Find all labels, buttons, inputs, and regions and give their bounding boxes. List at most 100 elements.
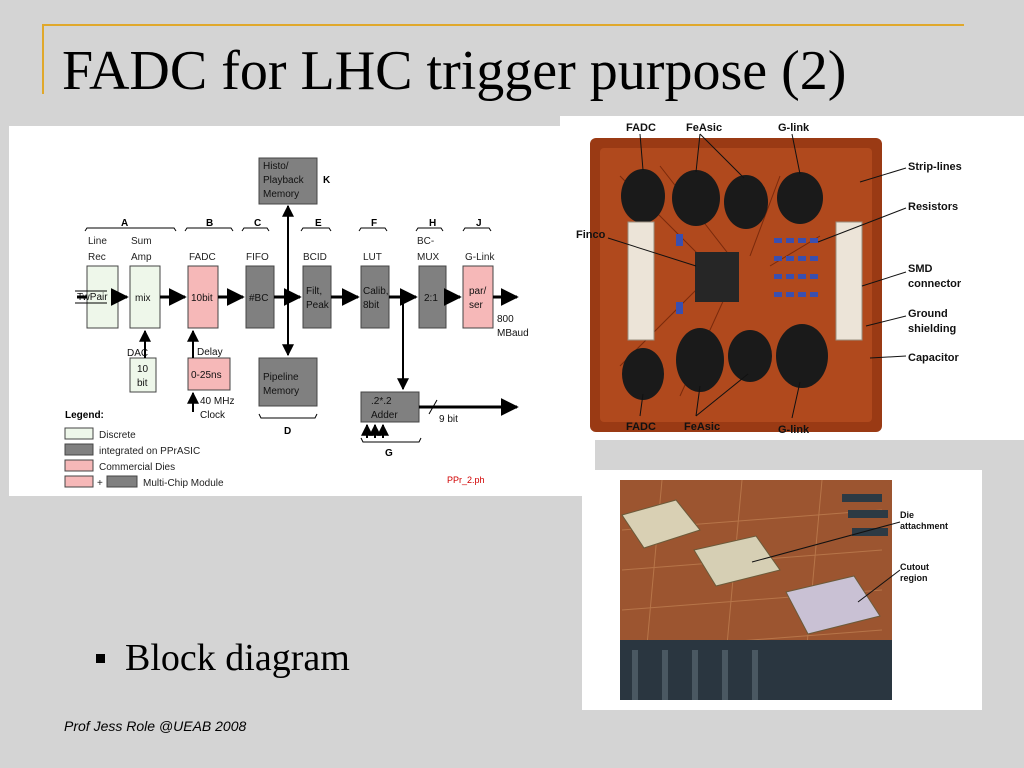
delay-block — [187, 357, 231, 391]
adder-label-1: .2*.2 — [371, 396, 392, 407]
chip-feasic-top-1 — [672, 170, 720, 226]
section-letter-b: B — [206, 218, 213, 229]
callout-cutout-1: Cutout — [900, 562, 929, 572]
clock-label-1: 40 MHz — [200, 396, 234, 407]
legend-title: Legend: — [65, 410, 104, 421]
header-sum: Sum — [131, 236, 152, 247]
header-rec: Rec — [88, 252, 106, 263]
output-rate-2: MBaud — [497, 328, 529, 339]
lut-label-1: Calib, — [363, 286, 389, 297]
legend-swatch-mcm-die — [64, 475, 94, 488]
nine-bit-label: 9 bit — [439, 414, 458, 425]
legend-discrete: Discrete — [99, 430, 136, 441]
output-rate-1: 800 — [497, 314, 514, 325]
header-amp: Amp — [131, 252, 152, 263]
lut-block — [360, 265, 390, 329]
junction-dot — [400, 294, 406, 300]
callout-smd-2: connector — [908, 278, 962, 290]
legend-mcm: Multi-Chip Module — [143, 478, 224, 489]
legend-commercial: Commercial Dies — [99, 462, 175, 473]
chip-feasic-bottom-2 — [728, 330, 772, 382]
chip-feasic-bottom-1 — [676, 328, 724, 392]
legend-plus: + — [97, 478, 103, 489]
dac-label: DAC — [127, 348, 148, 359]
callout-feasic-top: FeAsic — [686, 122, 722, 134]
bracket-d — [258, 413, 318, 419]
adder-label-2: Adder — [371, 410, 398, 421]
chip-fadc-bottom — [622, 348, 664, 400]
fifo-label: #BC — [249, 293, 268, 304]
callout-glink-top: G-link — [778, 122, 810, 134]
header-bcid: BCID — [303, 252, 327, 263]
callout-ground-1: Ground — [908, 308, 948, 320]
bracket-b — [184, 227, 234, 232]
section-letter-h: H — [429, 218, 436, 229]
chip-finco — [695, 252, 739, 302]
section-letter-j: J — [476, 218, 482, 229]
twpair-label: TwPair — [77, 292, 108, 303]
bcmux-block — [418, 265, 447, 329]
histo-label-1: Histo/ — [263, 161, 289, 172]
bracket-h — [415, 227, 444, 232]
callout-smd-1: SMD — [908, 263, 933, 275]
glink-block — [462, 265, 494, 329]
bracket-e — [300, 227, 332, 232]
chip-fadc-top — [621, 169, 665, 223]
die-photo-panel: Die attachment Cutout region — [582, 470, 982, 710]
chip-glink-top — [777, 172, 823, 224]
bullet-marker — [96, 653, 105, 663]
dac-block — [129, 357, 157, 393]
bcmux-label: 2:1 — [424, 293, 438, 304]
callout-strip-lines: Strip-lines — [908, 161, 962, 173]
bracket-c — [241, 227, 270, 232]
legend: Legend: Discrete integrated on PPrASIC C… — [64, 410, 224, 489]
smd-connector-left — [627, 221, 655, 341]
callout-die-1: Die — [900, 510, 914, 520]
bcid-block — [302, 265, 332, 329]
chip-feasic-top-2 — [724, 175, 768, 229]
callout-fadc-top: FADC — [626, 122, 656, 134]
footer-credit: Prof Jess Role @UEAB 2008 — [64, 718, 247, 734]
callout-cutout-2: region — [900, 573, 928, 583]
title-accent-bar — [42, 24, 44, 94]
delay-label: Delay — [197, 347, 223, 358]
block-diagram-panel: A B C E F H J K D G Line Rec Sum — [9, 126, 595, 496]
diagram-reference: PPr_2.ph — [447, 475, 485, 485]
bracket-j — [462, 227, 492, 232]
die-2 — [693, 535, 781, 587]
bracket-f — [358, 227, 388, 232]
bus-junction-dot — [285, 294, 291, 300]
callout-fadc-bottom: FADC — [626, 421, 656, 433]
bracket-a — [84, 227, 177, 232]
callout-feasic-bottom: FeAsic — [684, 421, 720, 433]
histo-memory-block — [258, 157, 318, 205]
bcid-label-1: Filt, — [306, 286, 322, 297]
header-bc: BC- — [417, 236, 434, 247]
section-letter-f: F — [371, 218, 377, 229]
histo-label-3: Memory — [263, 189, 299, 200]
glink-label-1: par/ — [469, 286, 486, 297]
bcid-label-2: Peak — [306, 300, 330, 311]
histo-label-2: Playback — [263, 175, 305, 186]
glink-label-2: ser — [469, 300, 484, 311]
fadc-bits-label: 10bit — [191, 293, 213, 304]
header-fadc: FADC — [189, 252, 216, 263]
die-1 — [621, 499, 701, 549]
module-photo: FADC FeAsic G-link Finco Strip-lines Res… — [576, 122, 962, 436]
section-letter-a: A — [121, 218, 128, 229]
mix-label: mix — [135, 293, 151, 304]
bullet-item: Block diagram — [96, 636, 350, 680]
section-letter-d: D — [284, 426, 291, 437]
die-3 — [785, 575, 881, 635]
section-letter-k: K — [323, 175, 331, 186]
section-letter-c: C — [254, 218, 261, 229]
bus-slash — [428, 399, 438, 415]
die-photo: Die attachment Cutout region — [620, 479, 948, 701]
callout-finco: Finco — [576, 229, 606, 241]
section-letter-e: E — [315, 218, 322, 229]
legend-swatch-integrated — [64, 443, 94, 456]
bullet-text: Block diagram — [125, 637, 350, 679]
callout-resistors: Resistors — [908, 201, 958, 213]
sum-amp-block — [129, 265, 161, 329]
smd-connector-right — [835, 221, 863, 341]
